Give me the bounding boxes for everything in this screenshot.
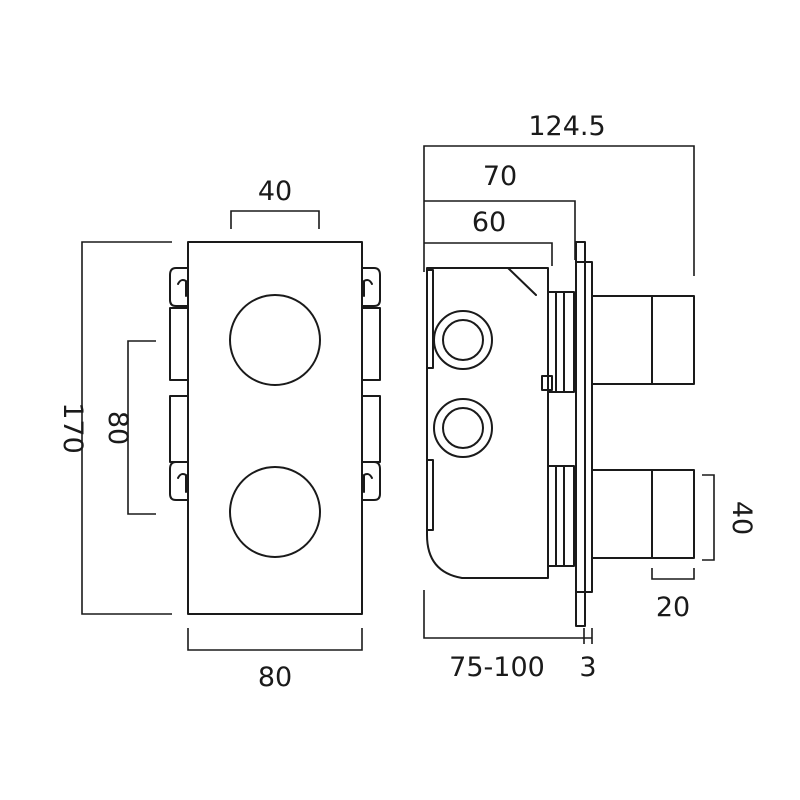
valve-body: [426, 267, 549, 579]
front-view: 40 170 80 80: [57, 176, 381, 693]
dim-side-total: 124.5: [528, 111, 605, 142]
dim-line-side-60: [424, 242, 553, 266]
dim-line-front-height: [81, 241, 172, 615]
dim-front-top-width: 40: [258, 176, 292, 207]
dim-line-front-spacing: [127, 340, 156, 515]
upper-control-knob[interactable]: [229, 294, 321, 386]
dim-side-70: 70: [483, 161, 517, 192]
dim-line-front-bottom: [187, 628, 363, 651]
dim-depth-range: 75-100: [449, 652, 545, 683]
face-plate: [187, 241, 363, 615]
dim-line-depth-range: [423, 590, 592, 639]
dim-front-height: 170: [57, 402, 88, 454]
upper-port: [433, 310, 493, 370]
dim-plate-thickness: 3: [579, 652, 596, 683]
dim-line-side-total: [423, 145, 695, 276]
dim-line-handle-height: [702, 474, 715, 561]
dim-line-side-70: [424, 200, 576, 260]
lower-handle[interactable]: [591, 469, 695, 559]
lower-control-knob[interactable]: [229, 466, 321, 558]
dim-handle-depth: 20: [656, 592, 690, 623]
side-view: 124.5 70 60 40 20 75-100 3: [423, 111, 757, 683]
dim-line-handle-depth: [651, 568, 695, 580]
dim-side-60: 60: [472, 207, 506, 238]
upper-handle[interactable]: [591, 295, 695, 385]
dim-handle-height: 40: [726, 501, 757, 535]
dim-line-front-top: [230, 210, 320, 229]
lower-port: [433, 398, 493, 458]
dim-front-spacing: 80: [102, 411, 133, 445]
dim-front-bottom-width: 80: [258, 662, 292, 693]
